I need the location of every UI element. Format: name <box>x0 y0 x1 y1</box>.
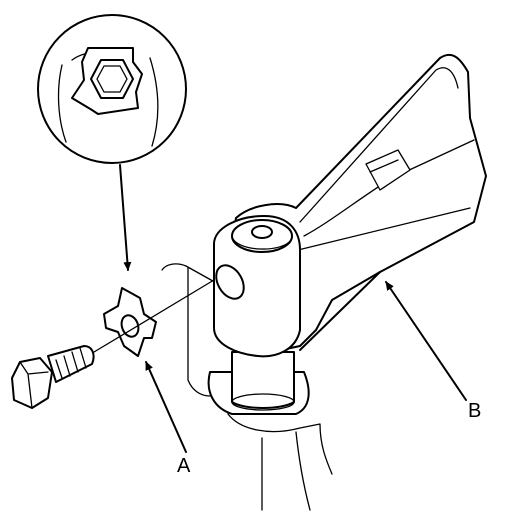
bracket-left-edge <box>187 267 211 397</box>
bolt-shank <box>47 345 95 383</box>
lock-tab-hole <box>120 314 140 338</box>
bolt-axis <box>93 279 215 353</box>
bushing-center <box>251 225 273 239</box>
knuckle-shaft-base <box>231 393 295 411</box>
bolt-threads <box>55 347 87 379</box>
bushing-housing <box>213 215 301 358</box>
callout-label-a: A <box>177 455 191 477</box>
lower-arm-boss-edge <box>369 159 399 173</box>
lock-tab-a <box>103 287 157 357</box>
leader-a <box>145 361 187 453</box>
leader-b <box>385 281 467 401</box>
lower-arm-boss <box>365 149 411 191</box>
knuckle <box>161 263 333 511</box>
detail-pointer-arrow <box>119 164 132 271</box>
detail-arm-right-edge <box>149 57 159 147</box>
detail-bolt-chamfer <box>96 65 128 93</box>
lower-arm-upper-ridge <box>299 67 459 223</box>
bushing-collar <box>231 235 293 250</box>
bushing-eye <box>213 215 301 358</box>
lower-arm-lower-ridge <box>297 207 471 251</box>
detail-circle <box>37 14 187 164</box>
knuckle-right-edge <box>295 431 311 511</box>
knuckle-shaft <box>231 351 295 409</box>
lower-arm-bottom-edge <box>299 271 381 351</box>
callout-label-b: B <box>468 400 482 422</box>
bolt <box>11 345 95 409</box>
detail-arm-left-edge <box>57 64 67 143</box>
bracket-top-edge <box>161 263 221 286</box>
knuckle-lower-body <box>227 413 333 475</box>
detail-view <box>37 14 187 164</box>
bolt-hole <box>215 264 245 300</box>
bolt-head-edges <box>19 361 49 409</box>
bolt-head <box>11 357 53 409</box>
